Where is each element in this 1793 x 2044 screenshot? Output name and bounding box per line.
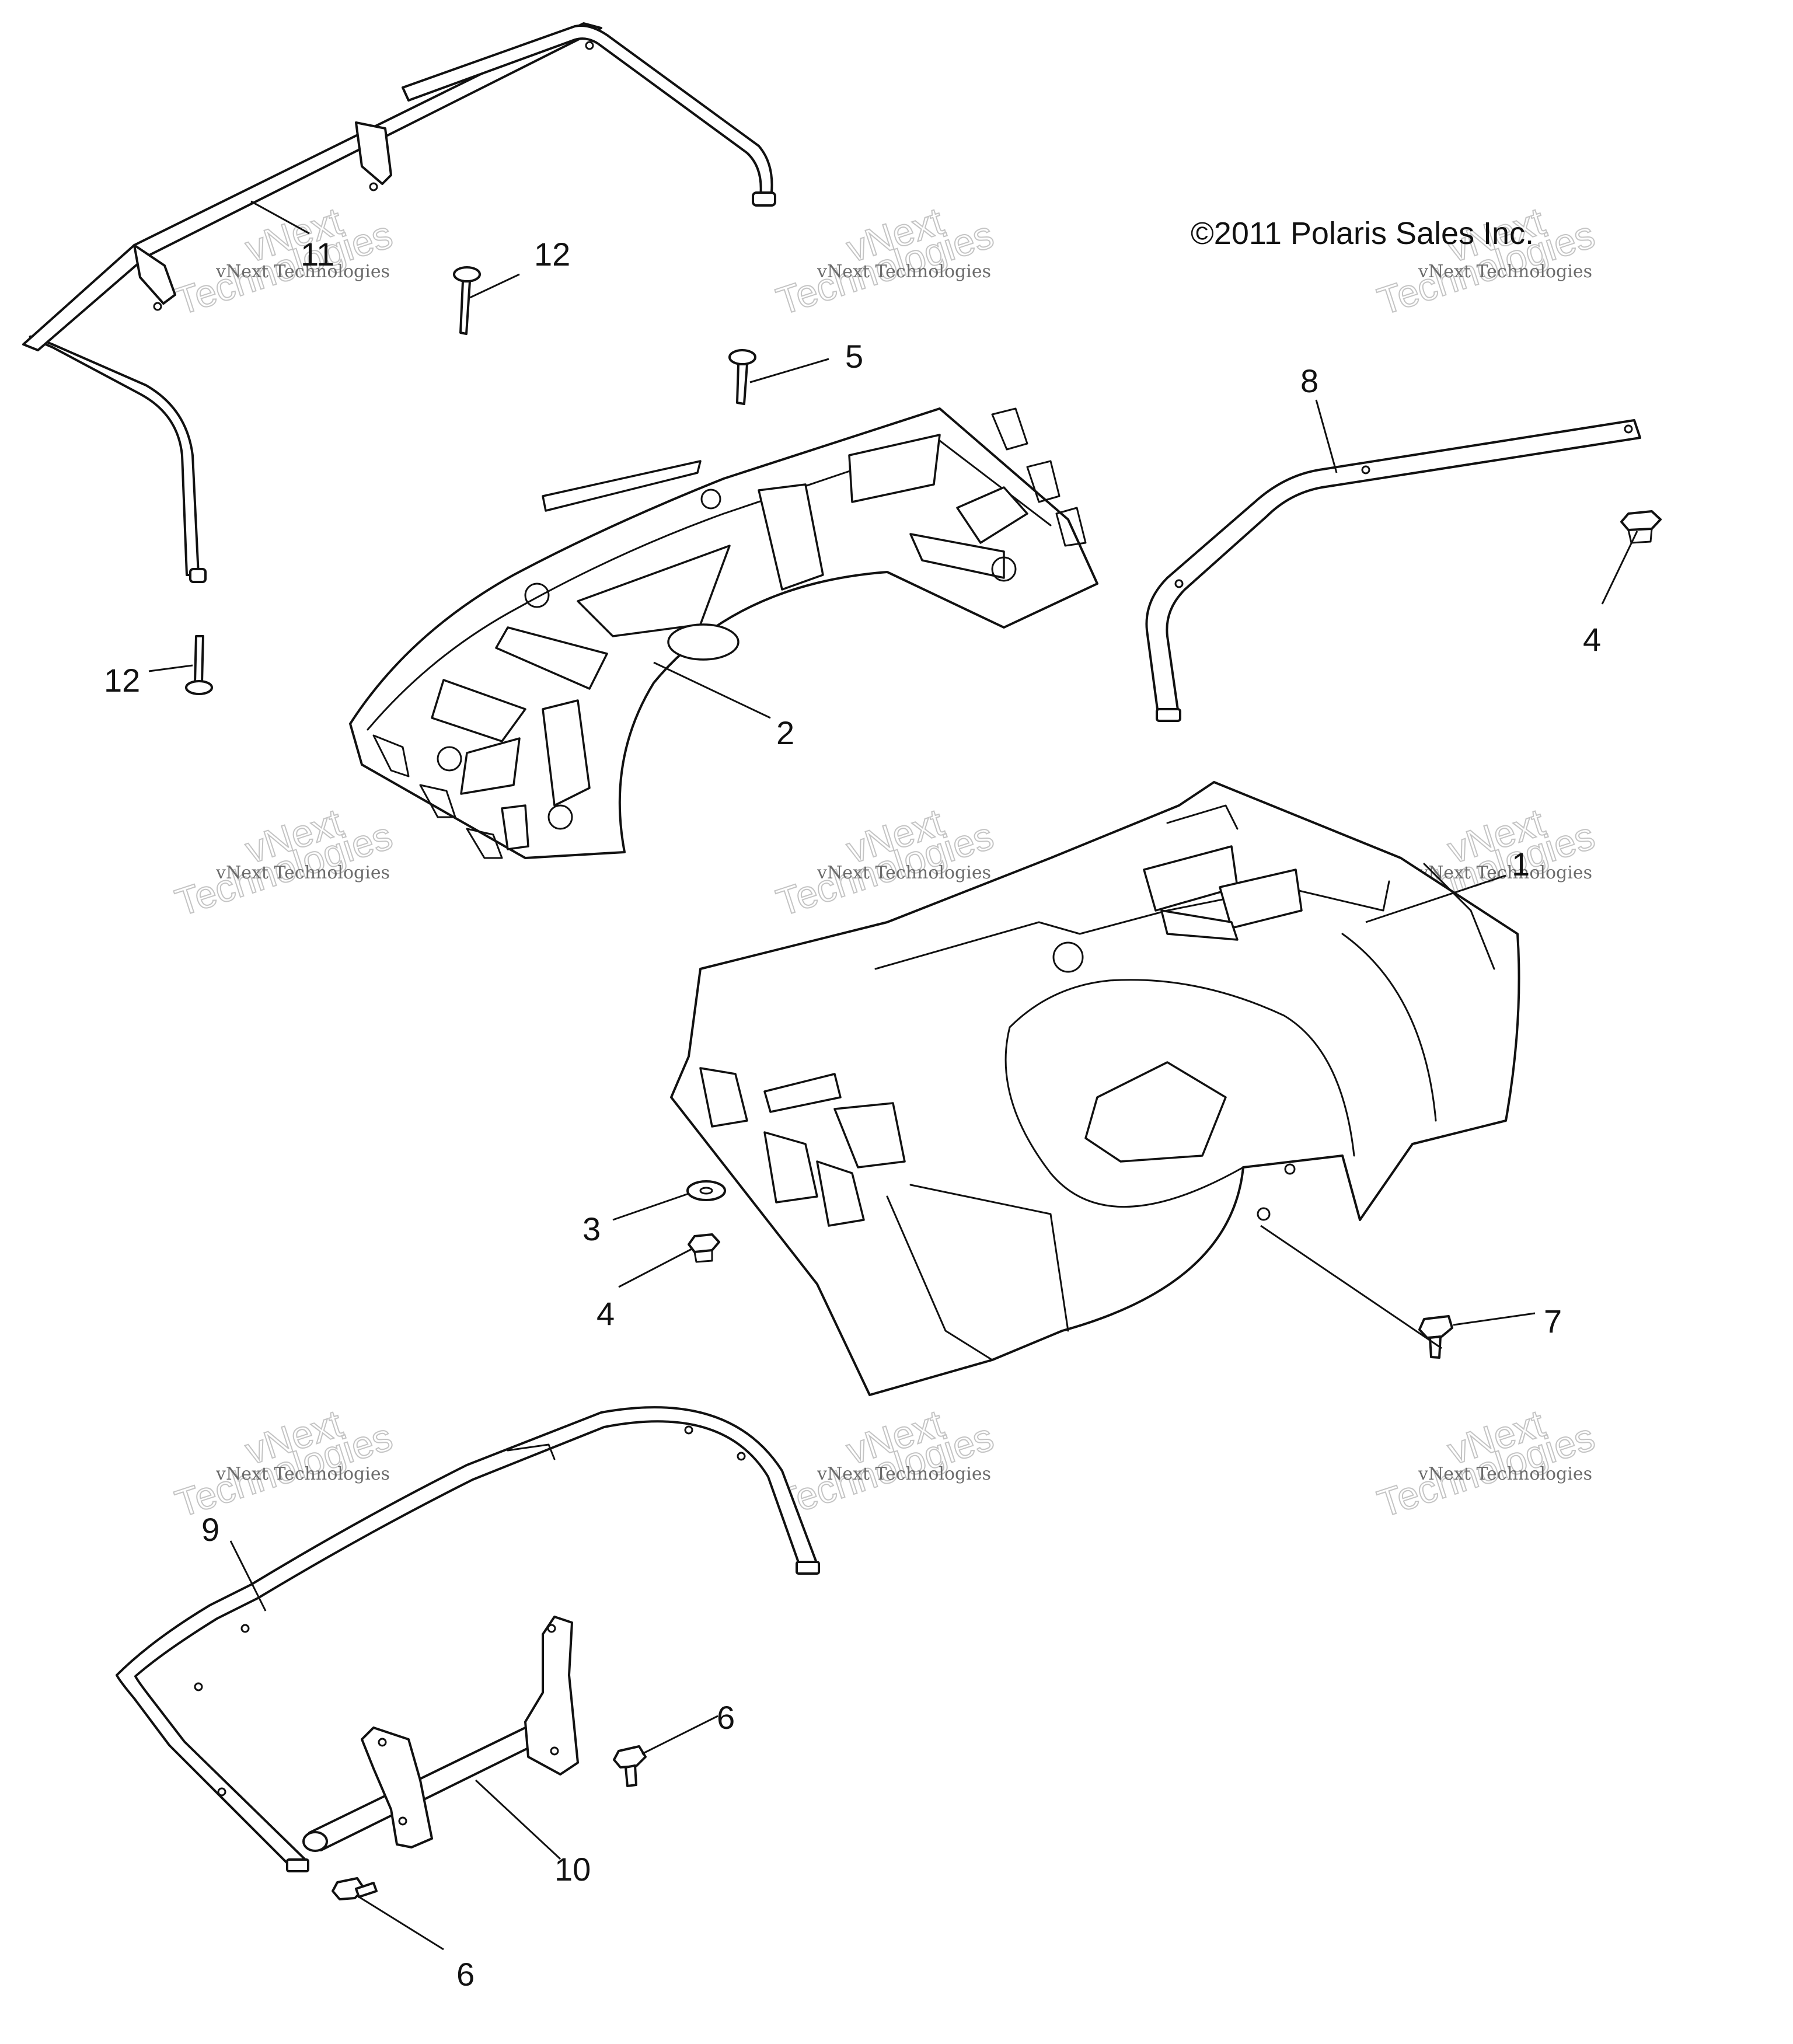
leader-3 [612,1192,689,1221]
leader-1-rivet [1260,1225,1442,1349]
svg-text:vNext Technologies: vNext Technologies [215,261,390,282]
leader-12-lower [148,664,193,672]
part-4-nut-lower [688,1233,720,1263]
part-1-rear-fender [670,781,1520,1396]
callout-2: 2 [776,714,794,751]
callout-6-left: 6 [456,1956,475,1993]
svg-text:vNext Technologies: vNext Technologies [215,863,390,883]
leader-11 [250,200,310,235]
svg-text:vNext Technologies: vNext Technologies [817,1464,991,1484]
leader-6-right [641,1715,718,1755]
callout-4-upper: 4 [1583,621,1601,658]
callout-9: 9 [201,1511,219,1548]
watermark: vNext Technologies vNext Technologies [169,1401,397,1526]
part-6-bolt-left [332,1877,378,1900]
svg-text:vNext Technologies: vNext Technologies [215,1464,390,1484]
part-5-bolt [728,349,756,405]
copyright-notice: ©2011 Polaris Sales Inc. [1191,216,1534,251]
leader-6-left [358,1896,444,1951]
leader-4-upper [1601,531,1638,605]
part-4-nut-upper [1620,510,1662,544]
leader-7 [1453,1312,1536,1326]
svg-text:vNext Technologies: vNext Technologies [817,863,991,883]
callout-10: 10 [554,1851,591,1888]
svg-text:vNext Technologies: vNext Technologies [1418,863,1592,883]
callout-labels: 11 12 12 5 2 8 4 1 3 4 7 9 6 10 6 [104,236,1601,1993]
callout-7: 7 [1544,1303,1562,1340]
part-8-side-rail [1145,419,1641,722]
callout-12-lower: 12 [104,662,140,699]
part-3-washer [686,1180,726,1201]
leader-4-lower [618,1248,692,1288]
part-11-rear-rail [22,22,776,583]
watermark: vNext Technologies vNext Technologies [1372,1401,1600,1526]
watermark: vNext Technologies vNext Technologies [169,800,397,925]
callout-11: 11 [301,236,334,273]
part-2-rear-rack [349,407,1098,859]
callout-4-lower: 4 [596,1295,615,1332]
watermark: vNext Technologies vNext Technologies [770,1401,999,1526]
callout-12-upper: 12 [534,236,570,273]
part-6-bolt-right [613,1745,647,1787]
svg-text:vNext Technologies: vNext Technologies [1418,261,1592,282]
svg-text:vNext Technologies: vNext Technologies [1418,1464,1592,1484]
callout-3: 3 [582,1211,601,1247]
callout-8: 8 [1300,362,1318,399]
callout-5: 5 [845,338,863,375]
svg-text:vNext Technologies: vNext Technologies [817,261,991,282]
part-12-bolt-lower [185,635,213,695]
leader-1 [1365,874,1506,923]
callout-1: 1 [1512,846,1530,883]
leader-10 [475,1779,561,1860]
part-9-lower-rail [116,1406,820,1872]
part-10-bracket [302,1616,579,1852]
leader-5 [749,358,829,383]
part-12-bolt-upper [453,266,481,335]
watermark: vNext Technologies vNext Technologies [770,198,999,324]
leader-lines [148,200,1638,1951]
leader-9 [229,1540,267,1612]
leader-2 [653,661,771,719]
callout-6-right: 6 [717,1699,735,1736]
leader-8 [1315,399,1338,473]
leader-12-upper [469,273,520,299]
